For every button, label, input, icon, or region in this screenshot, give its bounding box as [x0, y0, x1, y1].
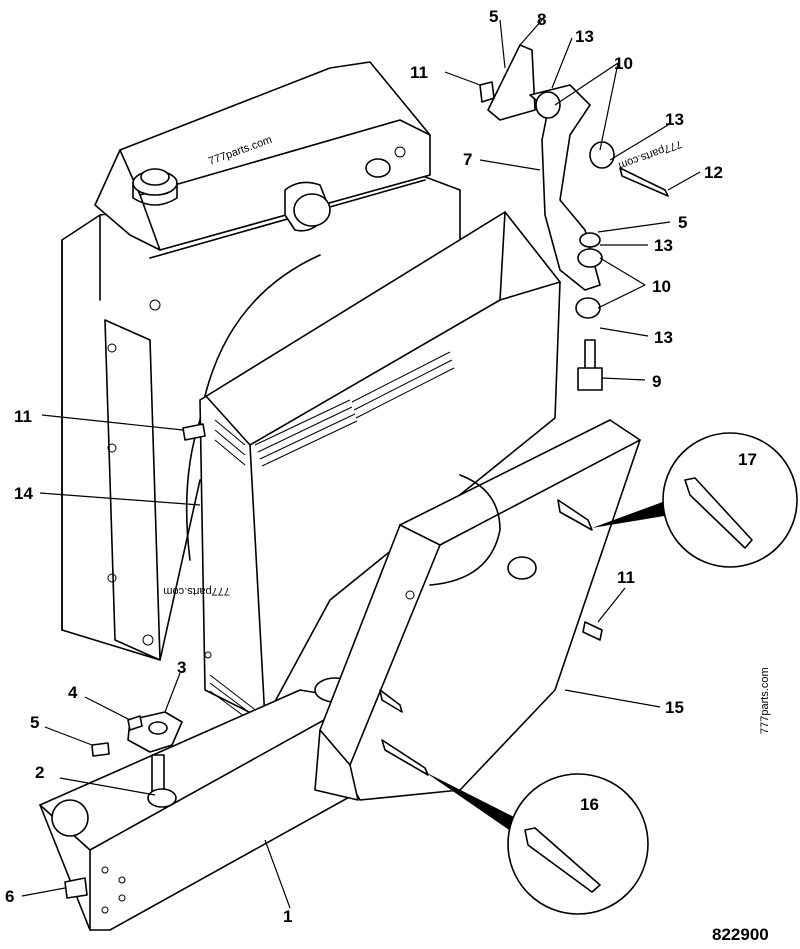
- callout-9: 9: [652, 372, 661, 391]
- callout-12: 12: [704, 163, 723, 182]
- reference-number: 822900: [712, 925, 769, 944]
- callout-13c: 13: [654, 236, 673, 255]
- callout-6: 6: [5, 887, 14, 906]
- callout-13a: 13: [575, 27, 594, 46]
- callout-16: 16: [580, 795, 599, 814]
- callout-17: 17: [738, 450, 757, 469]
- engine-mount: [127, 711, 183, 808]
- callout-5a: 5: [30, 713, 39, 732]
- callout-1: 1: [283, 907, 292, 926]
- callout-13b: 13: [665, 110, 684, 129]
- callout-2: 2: [35, 763, 44, 782]
- shroud-ring: [314, 419, 641, 801]
- watermark-2: 777parts.com: [163, 585, 230, 597]
- callout-15: 15: [665, 698, 684, 717]
- callout-11a: 11: [410, 63, 428, 82]
- callout-11c: 11: [617, 568, 635, 587]
- callout-numbers: 1 2 3 4 5 5 5 6 7 8 9 10 10 11 11 11 12 …: [5, 7, 757, 926]
- callout-13d: 13: [654, 328, 673, 347]
- callout-5c: 5: [678, 213, 687, 232]
- callout-14: 14: [14, 484, 33, 503]
- callout-11b: 11: [14, 407, 32, 426]
- callout-3: 3: [177, 658, 186, 677]
- callout-10a: 10: [614, 54, 633, 73]
- callout-7: 7: [463, 150, 472, 169]
- callout-10b: 10: [652, 277, 671, 296]
- stay-bracket: [64, 44, 669, 899]
- detail-circle-16: [425, 772, 649, 915]
- callout-5b: 5: [489, 7, 498, 26]
- leader-lines: [21, 19, 701, 909]
- watermark-3: 777parts.com: [617, 137, 684, 171]
- callout-4: 4: [68, 683, 78, 702]
- detail-circle-17: [592, 432, 798, 568]
- callout-8: 8: [537, 10, 546, 29]
- watermark-4: 777parts.com: [759, 667, 771, 734]
